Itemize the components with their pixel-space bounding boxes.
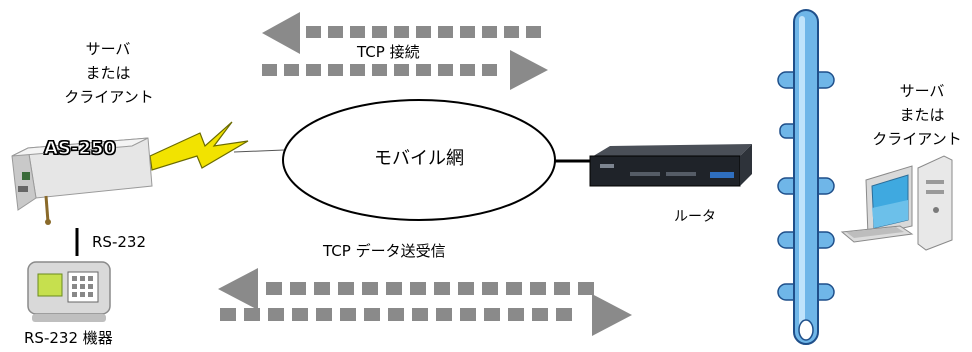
lightning-icon [149, 121, 249, 171]
router-icon [589, 144, 752, 187]
rs232-equipment-icon [27, 261, 111, 322]
as250-device-icon [11, 137, 153, 225]
left-device-role-line1: サーバ [85, 40, 131, 58]
right-device-role-line2: または [899, 106, 945, 124]
router-label: ルータ [674, 209, 716, 225]
pc-icon [840, 155, 953, 251]
tcp-data-arrow-right [220, 294, 632, 336]
tcp-connect-label: TCP 接続 [357, 43, 420, 61]
lan-bus [777, 9, 835, 345]
as250-model-label: AS-250 [44, 138, 117, 160]
lightning-to-network-line [233, 149, 285, 153]
tcp-connect-arrow-right [262, 50, 548, 90]
left-device-role-line3: クライアント [64, 88, 154, 106]
tcp-data-arrow-left [218, 268, 594, 310]
network-label: モバイル網 [374, 148, 464, 169]
tcp-data-label: TCP データ送受信 [323, 242, 446, 260]
rs232-link-label: RS-232 [92, 233, 146, 251]
right-device-role-line1: サーバ [899, 82, 945, 100]
tcp-connect-arrow-left [262, 12, 541, 54]
rs232-equipment-label: RS-232 機器 [24, 329, 113, 347]
left-device-role-line2: または [85, 64, 131, 82]
right-device-role-line3: クライアント [872, 130, 962, 148]
